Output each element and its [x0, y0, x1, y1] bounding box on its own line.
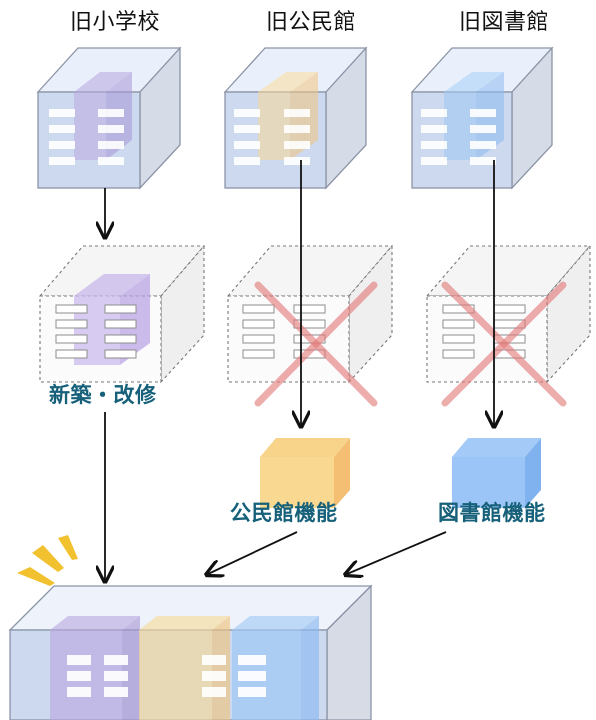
community-hall-cross-icon — [254, 281, 378, 407]
rebuild-label: 新築・改修 — [49, 383, 157, 407]
library-arrow-bottom — [347, 531, 447, 574]
integrated-facility-building — [8, 584, 373, 720]
community-hall-label: 旧公民館 — [266, 10, 357, 35]
community-hall-building-top — [223, 46, 368, 190]
library-cross-icon — [441, 281, 567, 407]
library-building-top — [410, 46, 554, 190]
community-function-cube — [260, 438, 350, 508]
library-label: 旧図書館 — [459, 10, 550, 35]
community-hall-dashed-building — [226, 244, 394, 384]
school-building-top — [36, 46, 182, 190]
highlight-burst-icon — [17, 535, 78, 586]
library-function-cube — [452, 438, 541, 508]
community-function-label: 公民館機能 — [230, 501, 338, 525]
school-label: 旧小学校 — [70, 10, 161, 35]
school-dashed-building — [38, 244, 206, 384]
library-dashed-building — [425, 244, 592, 384]
community-arrow-bottom — [208, 531, 298, 574]
library-function-label: 図書館機能 — [438, 501, 546, 525]
